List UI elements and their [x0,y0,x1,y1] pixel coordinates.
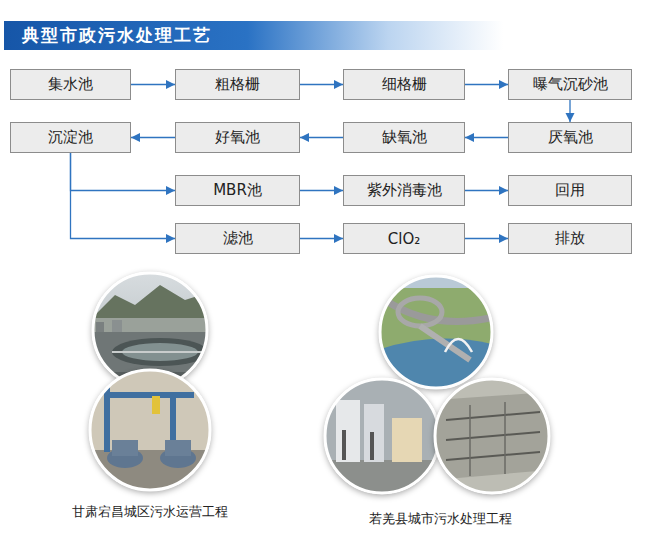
box-label: 曝气沉砂池 [533,75,608,94]
flow-arrow [569,100,570,122]
box-label: 细格栅 [382,75,427,94]
flow-arrow [300,238,343,239]
box-label: 滤池 [223,229,253,248]
box-label: MBR池 [213,181,262,200]
flow-arrow [71,153,176,191]
box-label: 厌氧池 [548,128,593,147]
box-label: 排放 [555,229,585,248]
diagram-title: 典型市政污水处理工艺 [22,21,212,50]
process-box: 粗格栅 [175,69,300,100]
process-box: 厌氧池 [508,122,632,153]
box-label: 缺氧池 [382,128,427,147]
process-box: 缺氧池 [343,122,465,153]
process-box: ClO₂ [343,223,465,254]
process-box: 紫外消毒池 [343,175,465,206]
flow-arrow [300,84,343,85]
flow-arrow [131,137,175,138]
photo-circle [88,368,212,492]
process-box: 曝气沉砂池 [508,69,632,100]
photo-caption: 若羌县城市污水处理工程 [369,510,512,528]
flow-arrow [300,137,343,138]
photo-circle [378,274,496,392]
box-label: 紫外消毒池 [367,181,442,200]
process-box: 排放 [508,223,632,254]
process-box: 细格栅 [343,69,465,100]
flow-arrow [300,190,343,191]
process-box: 好氧池 [175,122,300,153]
photo-caption: 甘肃宕昌城区污水运营工程 [72,503,228,521]
box-label: 沉淀池 [48,128,93,147]
process-box: 回用 [508,175,632,206]
box-label: ClO₂ [388,230,420,248]
process-box: 滤池 [175,223,300,254]
process-box: 集水池 [10,69,131,100]
box-label: 好氧池 [215,128,260,147]
flow-arrow [465,190,508,191]
flow-arrow [131,84,175,85]
box-label: 粗格栅 [215,75,260,94]
photo-circle [434,378,550,494]
flow-arrow [465,84,508,85]
flow-arrow [465,137,508,138]
flow-arrow [465,238,508,239]
flow-arrow [71,153,176,239]
box-label: 集水池 [48,75,93,94]
photo-circle [324,378,440,494]
box-label: 回用 [555,181,585,200]
process-box: MBR池 [175,175,300,206]
process-box: 沉淀池 [10,122,131,153]
